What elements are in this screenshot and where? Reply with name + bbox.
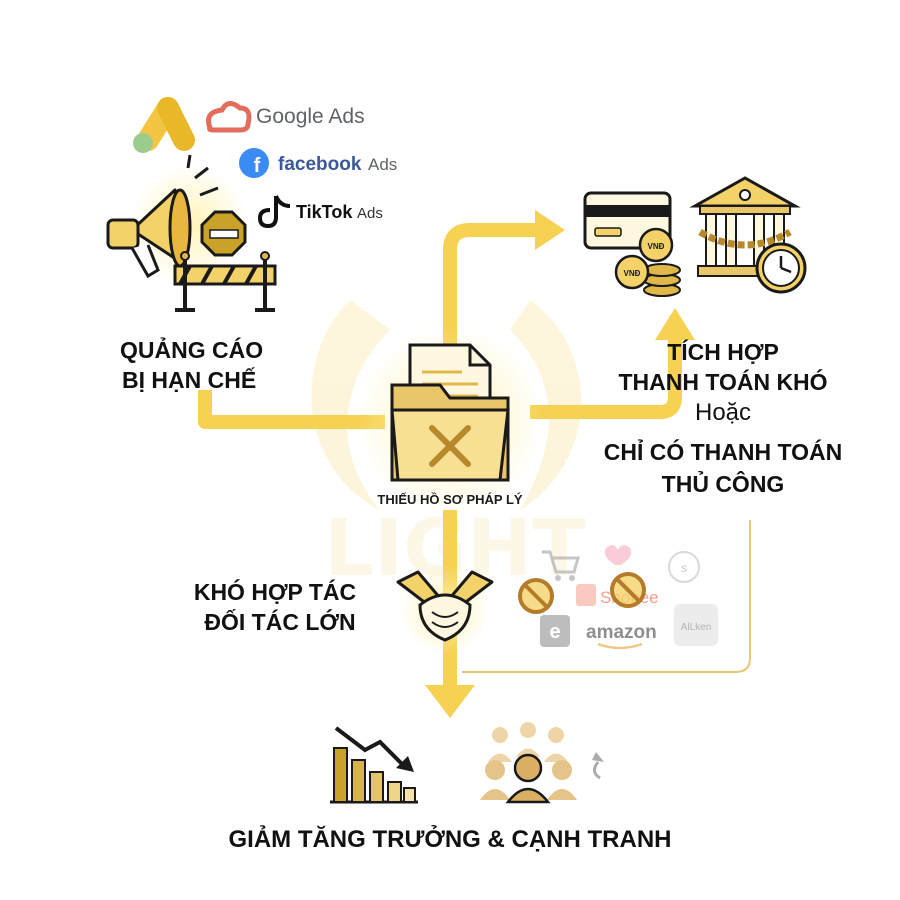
marketplace-logos: s Shopee e amazon AlLken <box>540 545 718 650</box>
facebook-ads-suffix: Ads <box>368 155 397 174</box>
bank-icon <box>689 176 801 277</box>
ads-label-line2: BỊ HẠN CHẾ <box>122 366 256 393</box>
arrow-center-to-payment-top <box>443 223 535 345</box>
ads-label-line1: QUẢNG CÁO <box>120 335 263 363</box>
cart-icon <box>542 550 580 581</box>
declining-chart-icon <box>330 726 418 804</box>
vnd-coins-icon: VNĐ VNĐ <box>614 227 681 297</box>
line-payment-to-result <box>462 520 751 673</box>
payment-label-line4: THỦ CÔNG <box>662 469 785 497</box>
sendo-icon: s <box>668 551 700 583</box>
aliken-text: AlLken <box>681 622 712 633</box>
payment-label-line2: THANH TOÁN KHÓ <box>618 368 827 395</box>
stop-sign-icon <box>200 210 247 257</box>
arrow-center-to-ads <box>198 390 385 429</box>
tiktok-text: TikTok <box>296 202 353 222</box>
arrowhead-payment-top <box>535 210 565 250</box>
google-ads-logo-icon <box>133 97 195 153</box>
facebook-text: facebook <box>278 154 362 175</box>
facebook-logo-icon: f <box>239 148 269 178</box>
arrow-center-to-payment <box>530 340 682 419</box>
ebay-text: e <box>549 621 560 643</box>
tiktok-ads-suffix: Ads <box>357 205 383 222</box>
clock-icon <box>755 242 807 294</box>
coin-label-2: VNĐ <box>624 269 641 278</box>
arrowhead-payment <box>655 308 695 340</box>
arrowhead-result <box>425 685 475 718</box>
svg-text:f: f <box>254 155 261 177</box>
handshake-icon <box>396 565 494 655</box>
shopee-bag-icon <box>576 584 596 606</box>
blocked-icon <box>518 578 554 614</box>
partners-label-line1: KHÓ HỢP TÁC <box>194 578 356 605</box>
payment-label-line1: TÍCH HỢP <box>667 338 779 365</box>
blocked-icon <box>610 572 646 608</box>
legal-docs-folder-icon <box>355 325 545 515</box>
crowd-icon <box>480 722 604 804</box>
payment-label-or: Hoặc <box>695 399 751 426</box>
barrier-icon <box>173 251 277 312</box>
center-label: THIẾU HỒ SƠ PHÁP LÝ <box>377 492 523 507</box>
google-ads-text: Google Ads <box>256 105 365 128</box>
ebay-e-icon: e <box>540 615 570 647</box>
payment-label-line3: CHỈ CÓ THANH TOÁN <box>604 437 843 465</box>
coin-label-1: VNĐ <box>648 242 665 251</box>
result-label: GIẢM TĂNG TRƯỞNG & CẠNH TRANH <box>228 824 671 853</box>
amazon-text: amazon <box>586 622 657 643</box>
tiktok-logo-icon <box>257 195 291 229</box>
google-cloud-icon <box>206 101 252 133</box>
partners-label-line2: ĐỐI TÁC LỚN <box>204 608 355 635</box>
heart-icon <box>604 545 632 565</box>
svg-text:s: s <box>681 561 687 575</box>
